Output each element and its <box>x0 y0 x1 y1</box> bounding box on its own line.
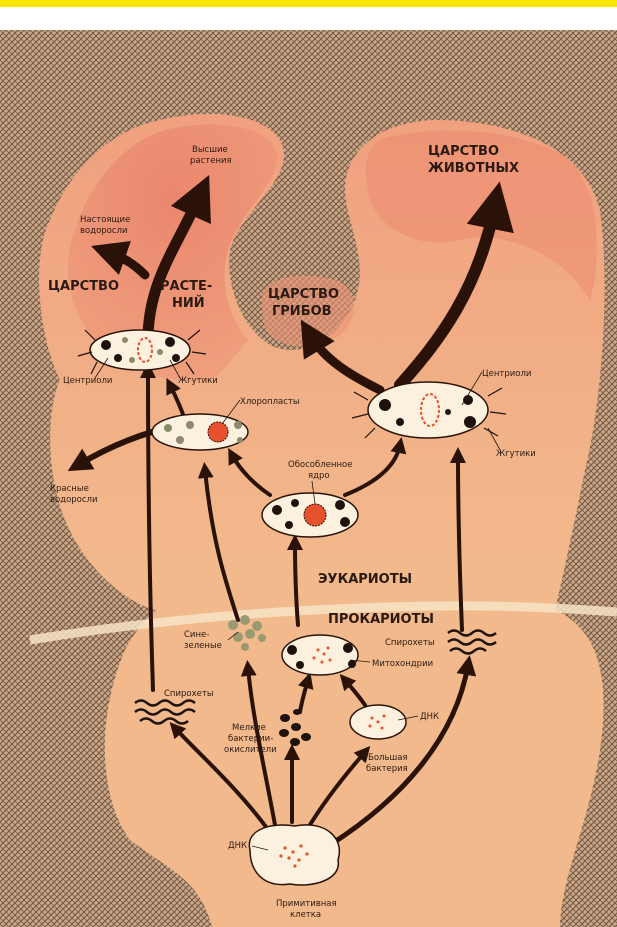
plants-kingdom-label-1b: РАСТЕ- <box>160 279 212 294</box>
label-nucleus-2: ядро <box>308 471 330 481</box>
label-large-bacterium-1: Большая <box>368 753 408 763</box>
label-true-algae-2: водоросли <box>80 226 128 236</box>
prokaryotes-label: ПРОКАРИОТЫ <box>328 612 434 627</box>
label-spirochetes-right: Спирохеты <box>385 638 435 648</box>
large-bacterium <box>350 705 406 739</box>
label-dna-bottom: ДНК <box>228 841 247 851</box>
chloroplast-cell <box>152 414 248 450</box>
eukaryotes-label: ЭУКАРИОТЫ <box>318 572 412 587</box>
label-flagella-left: Жгутики <box>178 376 218 386</box>
nucleated-cell <box>262 493 358 537</box>
fungi-kingdom-label-1: ЦАРСТВО <box>268 287 339 302</box>
fungi-kingdom-label-2: ГРИБОВ <box>272 304 332 319</box>
label-dna-right: ДНК <box>420 712 439 722</box>
label-flagella-right: Жгутики <box>496 449 536 459</box>
label-primitive-cell-2: клетка <box>290 910 321 920</box>
label-red-algae-1: Красные <box>50 484 89 494</box>
label-higher-plants-2: растения <box>190 156 232 166</box>
label-true-algae-1: Настоящие <box>80 215 130 225</box>
plants-kingdom-label-2: НИЙ <box>172 295 205 311</box>
label-blue-green-2: зеленые <box>184 641 222 651</box>
animals-kingdom-label-2: ЖИВОТНЫХ <box>428 161 519 176</box>
label-small-bacteria-3: окислители <box>224 745 277 755</box>
label-small-bacteria-1: Мелкие <box>232 723 266 733</box>
label-small-bacteria-2: бактерии- <box>228 734 273 744</box>
primitive-cell <box>249 825 339 885</box>
animals-kingdom-label-1: ЦАРСТВО <box>428 144 499 159</box>
label-nucleus-1: Обособленное <box>288 460 352 470</box>
label-spirochetes-left: Спирохеты <box>164 689 214 699</box>
label-higher-plants-1: Высшие <box>192 145 228 155</box>
label-large-bacterium-2: бактерия <box>366 764 408 774</box>
label-primitive-cell-1: Примитивная <box>276 899 337 909</box>
label-mitochondria: Митохондрии <box>372 659 433 669</box>
label-chloroplasts: Хлоропласты <box>240 397 300 407</box>
label-red-algae-2: водоросли <box>50 495 98 505</box>
label-blue-green-1: Сине- <box>184 630 209 640</box>
mitochondria-cell <box>282 635 358 675</box>
label-centrioles-left: Центриоли <box>63 376 112 386</box>
plants-kingdom-label-1: ЦАРСТВО <box>48 279 119 294</box>
label-centrioles-right: Центриоли <box>482 369 531 379</box>
